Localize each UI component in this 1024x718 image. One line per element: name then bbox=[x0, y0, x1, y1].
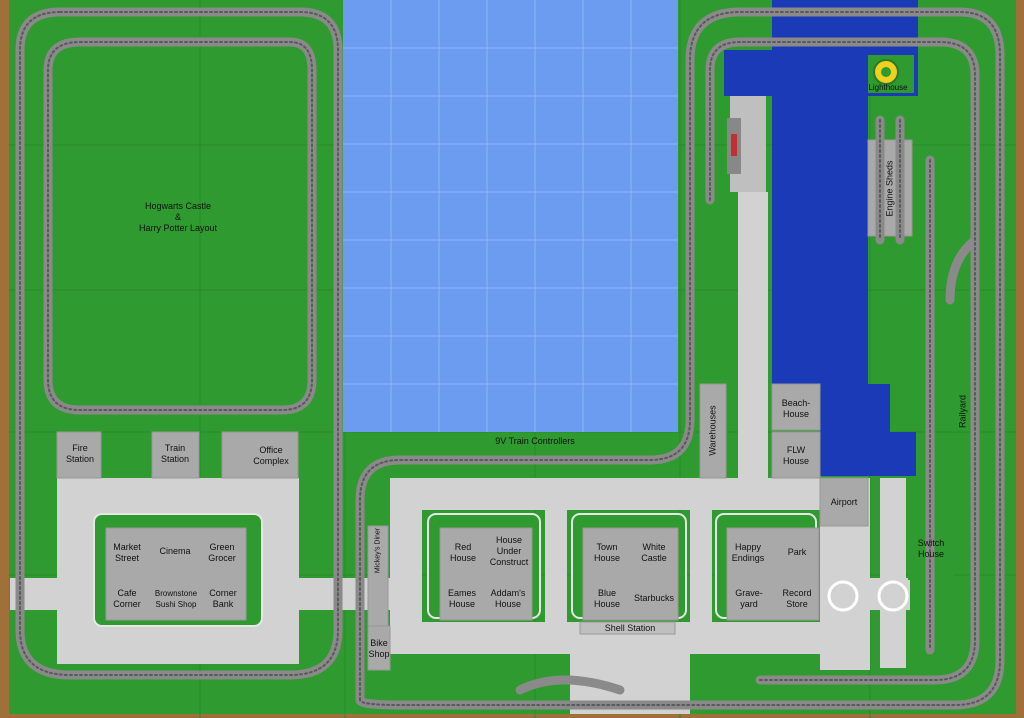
lighthouse bbox=[868, 55, 914, 93]
buildings bbox=[56, 139, 954, 671]
roundabouts bbox=[827, 580, 909, 612]
frame-left bbox=[0, 0, 9, 718]
station-platform bbox=[727, 118, 741, 174]
frame-right bbox=[1016, 0, 1024, 718]
frame-bottom bbox=[0, 714, 1024, 718]
water-light-area bbox=[343, 0, 678, 432]
train-tracks bbox=[15, 7, 1005, 710]
